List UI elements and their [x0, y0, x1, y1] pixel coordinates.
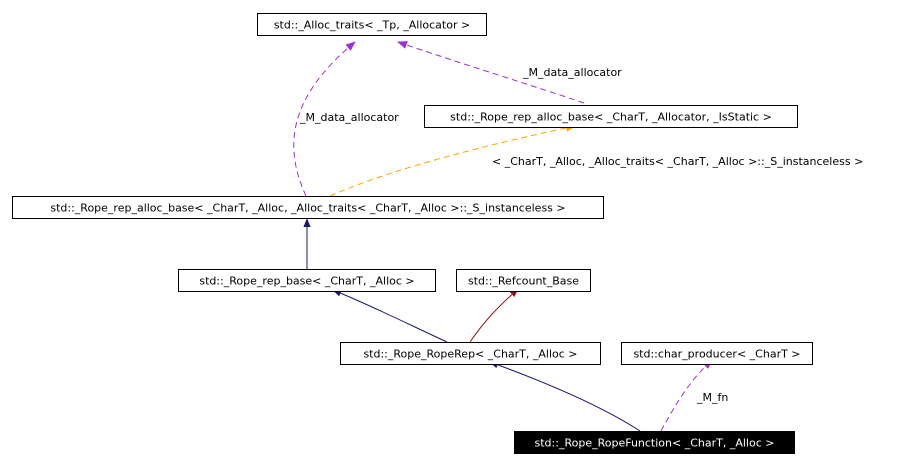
node-rep-alloc-base-instanceless-label: std::_Rope_rep_alloc_base< _CharT, _Allo…	[50, 202, 565, 215]
node-rep-alloc-base-generic-label: std::_Rope_rep_alloc_base< _CharT, _Allo…	[450, 111, 772, 124]
node-rope-function-label: std::_Rope_RopeFunction< _CharT, _Alloc …	[535, 437, 775, 450]
node-alloc-traits[interactable]: std::_Alloc_traits< _Tp, _Allocator >	[257, 13, 487, 36]
node-refcount-base-label: std::_Refcount_Base	[468, 275, 579, 288]
node-rope-function: std::_Rope_RopeFunction< _CharT, _Alloc …	[514, 431, 795, 454]
node-rep-alloc-base-instanceless[interactable]: std::_Rope_rep_alloc_base< _CharT, _Allo…	[12, 196, 604, 219]
edge-member-data-allocator-right	[397, 41, 585, 104]
node-rope-rep-label: std::_Rope_RopeRep< _CharT, _Alloc >	[363, 348, 577, 361]
edge-label-fn: _M_fn	[696, 391, 728, 404]
node-char-producer-label: std::char_producer< _CharT >	[633, 348, 800, 361]
edge-label-template-args: < _CharT, _Alloc, _Alloc_traits< _CharT,…	[492, 155, 863, 168]
node-rope-rep-base-label: std::_Rope_rep_base< _CharT, _Alloc >	[199, 275, 414, 288]
node-char-producer[interactable]: std::char_producer< _CharT >	[621, 342, 813, 365]
node-rope-rep-base[interactable]: std::_Rope_rep_base< _CharT, _Alloc >	[178, 269, 436, 292]
edge-label-data-allocator-right: _M_data_allocator	[522, 66, 622, 79]
edge-label-data-allocator-left: _M_data_allocator	[299, 111, 399, 124]
edge-inherit-rope-rep-from-refcount	[469, 288, 519, 343]
edge-inherit-rope-function	[489, 361, 641, 432]
edge-inherit-rope-rep-from-rep-base	[332, 289, 448, 343]
node-refcount-base[interactable]: std::_Refcount_Base	[456, 269, 591, 292]
edge-template-instantiation	[329, 123, 576, 197]
node-rep-alloc-base-generic[interactable]: std::_Rope_rep_alloc_base< _CharT, _Allo…	[424, 105, 798, 128]
node-alloc-traits-label: std::_Alloc_traits< _Tp, _Allocator >	[274, 19, 470, 32]
edge-member-data-allocator-left	[293, 41, 356, 197]
node-rope-rep[interactable]: std::_Rope_RopeRep< _CharT, _Alloc >	[340, 342, 601, 365]
edge-member-fn	[660, 359, 713, 432]
